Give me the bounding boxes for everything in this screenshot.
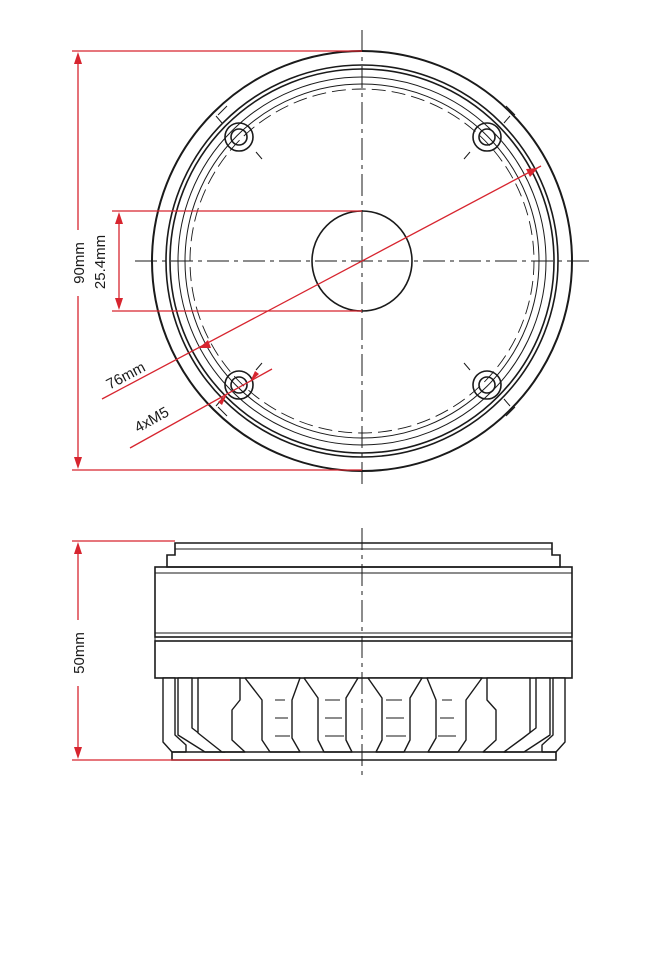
mounting-hole-tr <box>463 115 511 160</box>
dim-90mm: 90mm <box>62 50 362 471</box>
dim-label-50mm: 50mm <box>71 632 88 674</box>
dim-4xm5: 4xM5 <box>129 368 273 449</box>
main-body <box>154 566 573 638</box>
mounting-hole-br <box>463 362 511 407</box>
side-view <box>154 528 573 778</box>
lower-body <box>154 640 573 679</box>
dim-label-4xm5: 4xM5 <box>132 404 172 437</box>
dim-label-90mm: 90mm <box>71 242 88 284</box>
rim-notches <box>217 105 516 417</box>
top-view <box>135 30 590 485</box>
top-flange <box>166 542 561 568</box>
dim-25-4mm: 25.4mm <box>92 210 362 312</box>
dim-label-25-4mm: 25.4mm <box>92 235 109 289</box>
dim-50mm: 50mm <box>62 540 230 761</box>
dim-label-76mm: 76mm <box>103 359 148 394</box>
heatsink-fins <box>162 677 566 761</box>
mounting-hole-tl <box>215 115 263 160</box>
